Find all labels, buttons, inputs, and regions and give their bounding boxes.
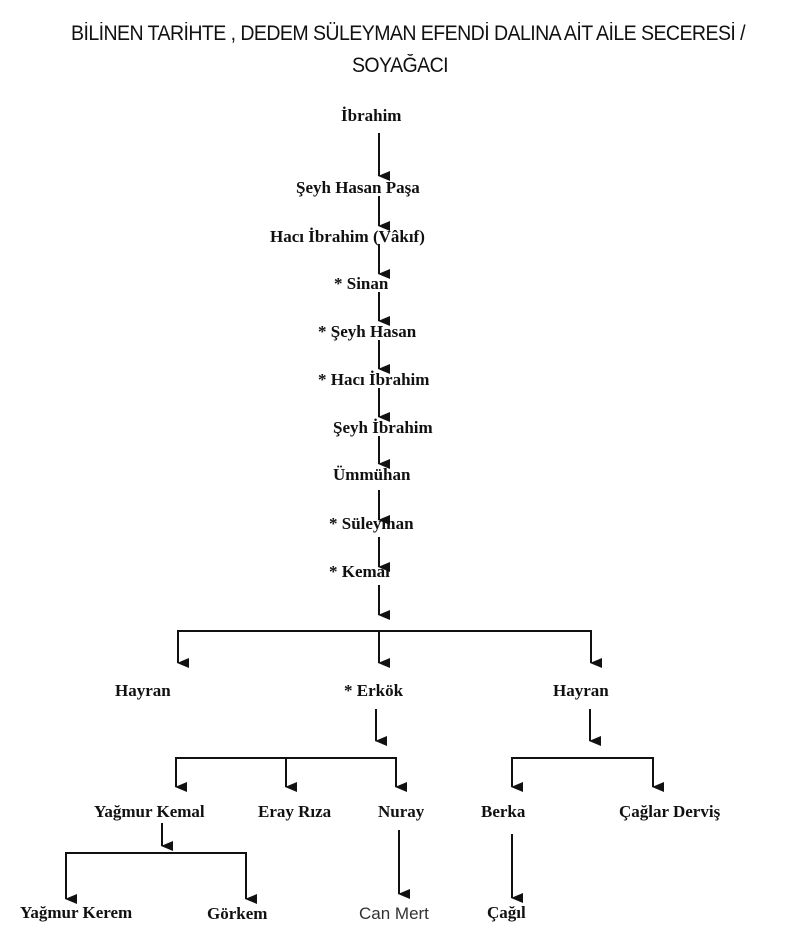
node-eray-riza: Eray Rıza xyxy=(258,802,332,821)
node-berka: Berka xyxy=(481,802,526,821)
node-ibrahim: İbrahim xyxy=(341,106,402,125)
node-can-mert: Can Mert xyxy=(359,904,429,923)
node-seyh-hasan-pasa: Şeyh Hasan Paşa xyxy=(296,178,420,197)
node-haci-ibrahim-vakif: Hacı İbrahim (Vâkıf) xyxy=(270,227,425,246)
node-gorkem: Görkem xyxy=(207,904,268,923)
node-suleyman: * Süleyman xyxy=(329,514,414,533)
node-yagmur-kerem: Yağmur Kerem xyxy=(20,903,133,922)
node-yagmur-kemal: Yağmur Kemal xyxy=(94,802,205,821)
node-caglar-dervis: Çağlar Derviş xyxy=(619,802,721,821)
node-erkok: * Erkök xyxy=(344,681,404,700)
diagram-title-line-1: BİLİNEN TARİHTE , DEDEM SÜLEYMAN EFENDİ … xyxy=(70,22,746,45)
diagram-title-line-2: SOYAĞACI xyxy=(351,54,449,77)
node-hayran-left: Hayran xyxy=(115,681,171,700)
node-kemal: * Kemal xyxy=(329,562,390,581)
node-seyh-ibrahim: Şeyh İbrahim xyxy=(333,418,433,437)
node-sinan: * Sinan xyxy=(334,274,389,293)
node-seyh-hasan: * Şeyh Hasan xyxy=(318,322,417,341)
node-haci-ibrahim: * Hacı İbrahim xyxy=(318,370,430,389)
node-ummuhan: Ümmühan xyxy=(333,465,411,484)
node-nuray: Nuray xyxy=(378,802,425,821)
node-hayran-right: Hayran xyxy=(553,681,609,700)
node-cagil: Çağıl xyxy=(487,903,526,922)
